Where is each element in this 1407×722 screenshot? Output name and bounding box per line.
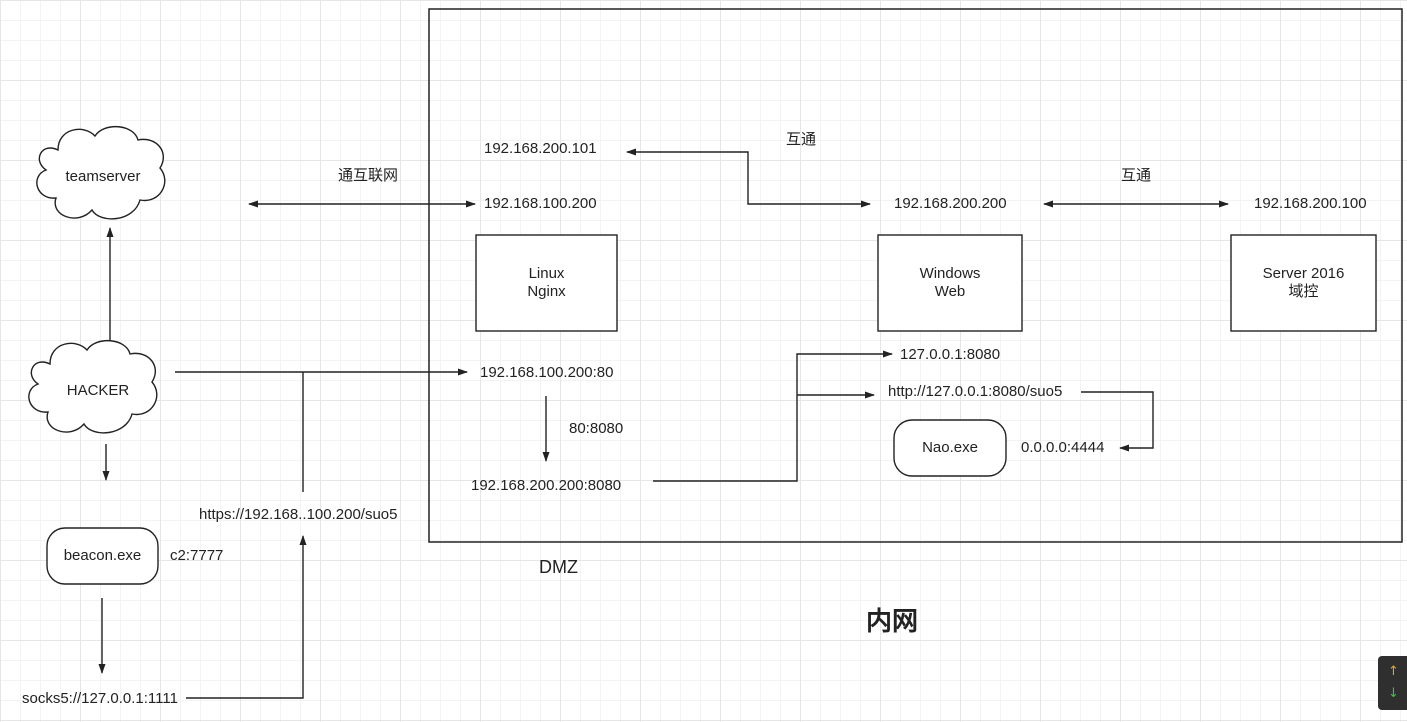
linux-nginx-label: Linux Nginx [476,235,617,331]
mini-toolbar: ↑ ↓ [1378,656,1407,710]
line-8080-forward [653,350,893,482]
c2-label: c2:7777 [170,547,224,564]
windows-web-box [877,234,1023,332]
ip-100-200: 192.168.100.200 [484,195,597,212]
linux-text: Linux [528,265,565,282]
server-2016-box [1230,234,1377,332]
dmz-zone-border [428,8,1403,543]
nao-box [893,419,1007,477]
dmz-label: DMZ [539,557,578,577]
ip-100-200-80: 192.168.100.200:80 [480,364,614,381]
ip-200-200-8080: 192.168.200.200:8080 [471,477,622,494]
ip-200-200: 192.168.200.200 [894,195,1007,212]
internet-label: 通互联网 [338,167,399,184]
scroll-down-icon[interactable]: ↓ [1388,686,1399,701]
windows-text: Windows [919,265,981,282]
server-2016-label: Server 2016 域控 [1231,235,1376,331]
teamserver-cloud [36,126,166,220]
http-suo5-label: http://127.0.0.1:8080/suo5 [888,383,1063,400]
teamserver-label: teamserver [40,166,166,188]
scroll-up-icon[interactable]: ↑ [1388,664,1399,679]
web-text: Web [934,283,966,300]
https-suo5-label: https://192.168..100.200/suo5 [199,506,398,523]
port-map-label: 80:8080 [569,420,624,437]
hutong-label-2: 互通 [1121,167,1152,184]
hacker-cloud [28,340,158,434]
socks-label: socks5://127.0.0.1:1111 [22,690,178,707]
intranet-label: 内网 [866,606,919,636]
listen-4444-label: 0.0.0.0:4444 [1021,439,1105,456]
nao-text: Nao.exe [922,439,978,456]
nginx-text: Nginx [527,283,566,300]
hacker-label: HACKER [32,380,164,402]
hacker-text: HACKER [66,382,130,399]
beacon-text: beacon.exe [63,547,142,564]
arrow-200-101-to-200-200 [626,148,871,208]
linux-nginx-box [475,234,618,332]
teamserver-text: teamserver [65,168,141,185]
beacon-box [46,527,159,585]
ip-200-100: 192.168.200.100 [1254,195,1367,212]
local-8080-label: 127.0.0.1:8080 [900,346,1001,363]
windows-web-label: Windows Web [878,235,1022,331]
arrow-socks-to-https [186,535,307,699]
beacon-label: beacon.exe [47,528,158,584]
domain-controller-text: 域控 [1288,283,1319,300]
hutong-label-1: 互通 [786,131,817,148]
server-2016-text: Server 2016 [1262,265,1345,282]
arrow-suo5-to-4444 [1081,391,1154,452]
ip-200-101: 192.168.200.101 [484,140,597,157]
nao-label: Nao.exe [894,420,1006,476]
